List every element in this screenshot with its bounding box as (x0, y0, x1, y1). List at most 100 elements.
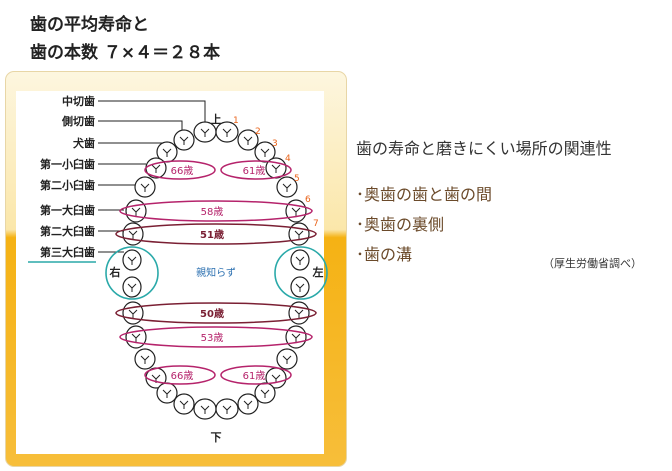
ellipse-lower-premolar-left (220, 365, 292, 385)
tooth-groove (179, 136, 189, 145)
list-item: ･奥歯の歯と歯の間 (356, 185, 493, 204)
tooth-groove (131, 207, 141, 216)
age-lower-premolar-right: 66歳 (171, 370, 194, 382)
tooth (125, 199, 147, 223)
tooth (254, 382, 276, 404)
tooth (215, 398, 239, 420)
ellipse-upper-premolar-right (144, 160, 216, 180)
source-note: （厚生労働省調べ） (543, 257, 642, 270)
label-lateral-incisor: 側切歯 (61, 114, 95, 128)
tooth (276, 348, 298, 370)
tooth-number-5: 5 (294, 174, 300, 184)
hard-to-brush-list: ･奥歯の歯と歯の間 ･奥歯の裏側 ･歯の溝 (356, 180, 492, 270)
tooth (237, 129, 259, 151)
tooth-groove (162, 389, 172, 398)
tooth-groove (291, 207, 301, 216)
ellipse-upper-first-molar (119, 200, 313, 222)
wisdom-circle-right (105, 246, 159, 300)
tooth-groove (179, 400, 189, 409)
tooth (285, 199, 307, 223)
tooth (215, 121, 239, 143)
tooth (173, 393, 195, 415)
tooth-groove (282, 355, 292, 364)
lower-label: 下 (211, 431, 222, 444)
label-second-molar: 第二大臼歯 (40, 224, 95, 238)
age-ellipses (115, 160, 317, 385)
tooth (156, 382, 178, 404)
wisdom-circle-left (274, 246, 328, 300)
tooth-groove (294, 230, 304, 239)
title-line-2: 歯の本数 ７×４＝２８本 (30, 43, 221, 63)
tooth (122, 249, 142, 271)
age-upper-first-molar: 58歳 (201, 206, 224, 218)
tooth-groove (140, 183, 150, 192)
tooth-groove (295, 256, 305, 265)
upper-label: 上 (211, 112, 222, 126)
tooth-groove (271, 164, 281, 173)
tooth-groove (140, 355, 150, 364)
tooth-numbers: 1 2 3 4 5 6 7 (233, 116, 319, 229)
tooth-groove (295, 283, 305, 292)
title-line-1: 歯の平均寿命と (30, 15, 149, 35)
tooth-groove (200, 405, 210, 414)
tooth (193, 121, 217, 143)
tooth-groove (128, 230, 138, 239)
tooth-number-2: 2 (255, 127, 261, 137)
label-canine: 犬歯 (73, 136, 95, 150)
tooth-number-6: 6 (305, 195, 311, 205)
label-central-incisor: 中切歯 (62, 94, 95, 108)
tooth (193, 398, 217, 420)
wisdom-tooth-label: 親知らず (196, 266, 236, 279)
tooth-groove (127, 256, 137, 265)
age-lower-second-molar: 50歳 (200, 307, 224, 320)
label-first-premolar: 第一小臼歯 (40, 157, 95, 171)
tooth-number-4: 4 (285, 154, 291, 164)
tooth (288, 222, 310, 246)
left-side-label: 左 (312, 265, 324, 279)
tooth (125, 325, 147, 349)
tooth-groove (243, 400, 253, 409)
tooth-groove (131, 333, 141, 342)
list-item: ･奥歯の裏側 (356, 215, 445, 234)
tooth-groove (294, 309, 304, 318)
label-third-molar: 第三大臼歯 (40, 245, 95, 259)
tooth-groove (128, 309, 138, 318)
tooth-groove (260, 148, 270, 157)
tooth (134, 348, 156, 370)
tooth-number-3: 3 (272, 139, 278, 149)
tooth (288, 301, 310, 325)
tooth-groove (127, 283, 137, 292)
tooth (276, 176, 298, 198)
tooth-groove (243, 136, 253, 145)
ellipse-lower-first-molar (119, 326, 313, 348)
age-upper-premolar-left: 61歳 (243, 165, 266, 177)
ellipse-lower-premolar-right (144, 365, 216, 385)
label-first-molar: 第一大臼歯 (40, 203, 95, 217)
ellipse-upper-second-molar (115, 223, 317, 245)
tooth (134, 176, 156, 198)
tooth-groove (151, 164, 161, 173)
list-item: ･歯の溝 (356, 245, 413, 264)
tooth (173, 129, 195, 151)
tooth-number-1: 1 (233, 116, 239, 126)
age-upper-second-molar: 51歳 (200, 228, 224, 241)
tooth-groove (200, 128, 210, 137)
label-second-premolar: 第二小臼歯 (40, 178, 95, 192)
relation-heading: 歯の寿命と磨きにくい場所の関連性 (356, 139, 612, 158)
tooth-groove (222, 405, 232, 414)
ellipse-upper-premolar-left (220, 160, 292, 180)
tooth-groove (291, 333, 301, 342)
right-side-label: 右 (109, 265, 121, 279)
age-lower-premolar-left: 61歳 (243, 370, 266, 382)
tooth-groove (282, 183, 292, 192)
wisdom-circles (105, 246, 328, 300)
age-texts: 66歳 61歳 58歳 51歳 50歳 53歳 66歳 61歳 (171, 165, 266, 382)
tooth-labels: 中切歯 側切歯 犬歯 第一小臼歯 第二小臼歯 第一大臼歯 第二大臼歯 第三大臼歯 (40, 94, 95, 259)
tooth-groove (162, 148, 172, 157)
tooth-groove (222, 128, 232, 137)
tooth (237, 393, 259, 415)
tooth-number-7: 7 (313, 219, 319, 229)
tooth (290, 249, 310, 271)
age-lower-first-molar: 53歳 (201, 332, 224, 344)
